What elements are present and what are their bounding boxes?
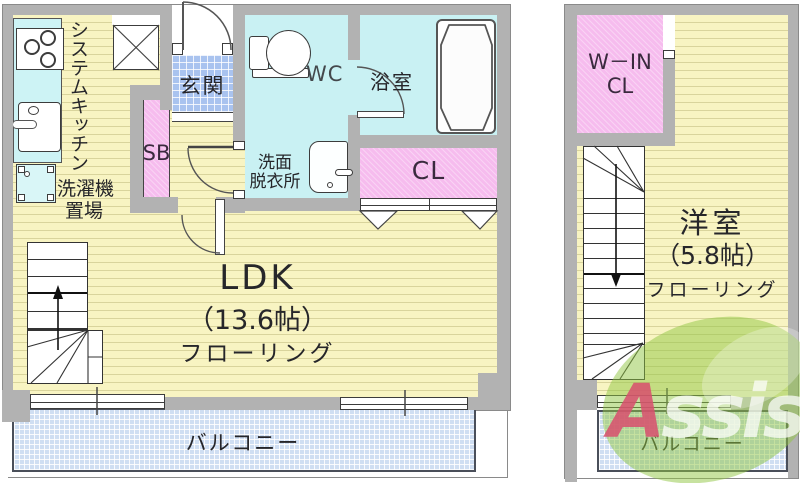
r-wall-under-wincl [577, 133, 675, 146]
closet-cl-label: CL [411, 156, 446, 185]
storage-x-box [113, 25, 159, 70]
wall-left [3, 5, 13, 390]
bath-door-leaf [357, 111, 404, 118]
r-wall-top [565, 5, 798, 15]
washroom-door-jamb [233, 190, 245, 199]
staircase-ldk [27, 242, 88, 330]
stove-burner-icon [40, 52, 56, 68]
walk-in-closet-label-line1: W－IN [588, 50, 652, 74]
wall-right [497, 5, 510, 410]
washroom-door-jamb [233, 141, 245, 150]
laundry-label-line1: 洗濯機 [57, 178, 115, 200]
washer-bolt [47, 166, 54, 173]
wall-entrance-left [160, 5, 172, 110]
wall-entrance-chunk [130, 85, 172, 100]
staircase-ldk-winder [27, 330, 103, 384]
wincl-opening [663, 15, 675, 58]
stove-burner-icon [40, 30, 56, 46]
entrance-jamb [172, 43, 183, 55]
entrance-tile [172, 55, 233, 112]
ldk-name: LDK [219, 258, 296, 298]
balcony-left [12, 408, 476, 472]
wall-top-right-segment [233, 5, 510, 15]
entrance-step [172, 112, 233, 122]
toilet-label: WC [306, 62, 344, 86]
wall-sb-left [130, 100, 143, 213]
washer-drain [24, 171, 30, 177]
wincl-door-jamb [663, 50, 675, 59]
wall-bottom-left-pier [2, 390, 30, 422]
wall-top-left-segment [3, 5, 172, 15]
washer-bolt [47, 194, 54, 201]
bathtub-outer [436, 19, 496, 134]
left-site-line-right [507, 410, 508, 478]
closet-sliding-door [360, 198, 497, 211]
r-wall-left [565, 5, 577, 482]
laundry-label-line2: 置場 [65, 200, 104, 222]
left-site-line-bottom [8, 477, 508, 478]
shoebox-label: SB [142, 141, 171, 165]
shoe-box [143, 98, 170, 198]
sink-faucet [12, 120, 37, 129]
r-wall-right [788, 5, 798, 478]
yoshitsu-balcony-window [597, 395, 731, 408]
wall-under-bath [360, 135, 497, 148]
wall-wc-bath-upper [348, 15, 360, 60]
ldk-hall-door-leaf [215, 199, 225, 255]
ldk-balcony-window-left [30, 394, 165, 409]
entrance-label: 玄関 [179, 74, 226, 98]
yoshitsu-size: （5.8帖） [655, 241, 770, 270]
wall-sanitary-bottom [245, 198, 360, 211]
closet-cl [360, 148, 497, 198]
stove-burner-icon [24, 39, 40, 55]
wall-hall-right-upper [233, 5, 245, 150]
balcony-right-label: バルコニー [640, 433, 745, 455]
entrance-jamb [222, 43, 233, 55]
r-wall-bottom-right [731, 397, 788, 410]
walk-in-closet-label-line2: CL [606, 74, 634, 98]
bath-label: 浴室 [370, 70, 414, 94]
ldk-balcony-window-right [340, 397, 468, 410]
toilet-bowl [266, 30, 311, 76]
sink-drain [28, 106, 39, 115]
kitchen-label: システムキッチン [67, 20, 89, 172]
walk-in-closet [577, 15, 663, 133]
wall-hall-bottom-left [130, 197, 178, 213]
ldk-flooring: フローリング [179, 341, 336, 367]
washer-bolt [18, 166, 25, 173]
washbasin-faucet [335, 169, 353, 176]
washer-bolt [18, 194, 25, 201]
washbasin-drain [327, 182, 333, 188]
wall-bottom-middle [165, 397, 340, 410]
ldk-size: （13.6帖） [186, 305, 329, 336]
yoshitsu-flooring: フローリング [646, 279, 779, 301]
gap-above-storage [112, 15, 160, 25]
wall-corner-block [478, 373, 510, 399]
r-wall-wincl-right [663, 58, 675, 133]
balcony-left-label: バルコニー [185, 431, 301, 455]
yoshitsu-name: 洋室 [679, 206, 746, 240]
r-wall-bottom-left-pier [577, 380, 597, 410]
washroom-label-line1: 洗面 [258, 153, 292, 173]
wall-wc-bath-lower [348, 115, 360, 198]
washroom-label-line2: 脱衣所 [249, 172, 301, 192]
